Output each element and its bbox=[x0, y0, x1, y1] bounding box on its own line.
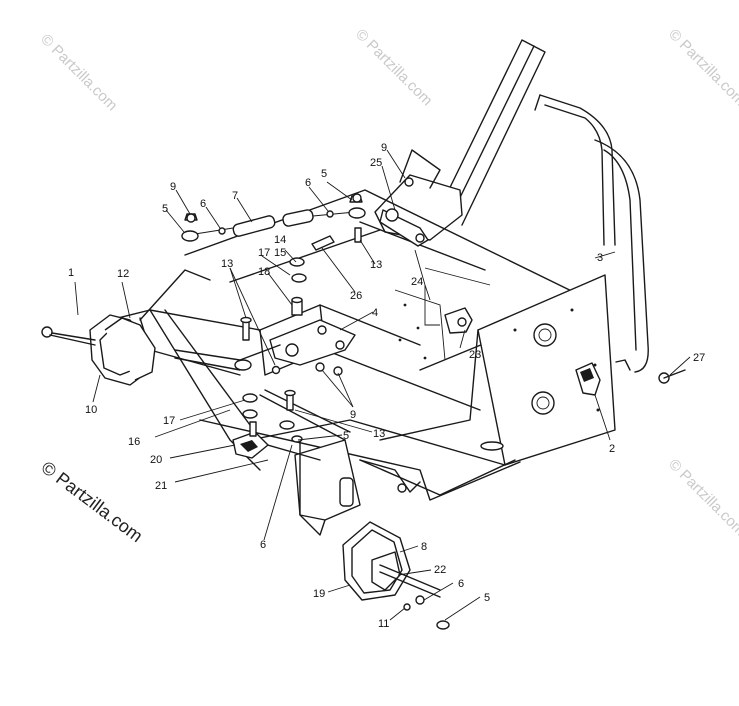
main-frame bbox=[184, 189, 616, 536]
callout-16: 16 bbox=[128, 436, 140, 448]
leader-lines bbox=[74, 149, 691, 621]
callout-5-lower: 5 bbox=[343, 430, 349, 442]
callout-6-bottom: 6 bbox=[458, 578, 464, 590]
callout-17-upper: 17 bbox=[258, 247, 270, 259]
callout-15: 15 bbox=[274, 247, 286, 259]
callout-10: 10 bbox=[85, 404, 97, 416]
callout-5-upper-right: 5 bbox=[321, 168, 327, 180]
callout-12: 12 bbox=[117, 268, 129, 280]
watermark-main: © Partzilla.com bbox=[38, 457, 147, 546]
callout-13-lower: 13 bbox=[373, 428, 385, 440]
callout-2: 2 bbox=[609, 443, 615, 455]
callout-11: 11 bbox=[378, 618, 389, 630]
callout-6-upper-left: 6 bbox=[200, 198, 206, 210]
callout-23: 23 bbox=[469, 349, 481, 361]
callout-14: 14 bbox=[274, 234, 286, 246]
watermark-top-right: © Partzilla.com bbox=[665, 26, 739, 109]
pivot-plate bbox=[174, 319, 356, 461]
callout-17-lower: 17 bbox=[163, 415, 175, 427]
callout-27: 27 bbox=[693, 352, 705, 364]
left-engine-mount bbox=[41, 314, 156, 386]
callout-9-lower: 9 bbox=[350, 409, 356, 421]
callout-6-upper-right: 6 bbox=[305, 177, 311, 189]
callout-26: 26 bbox=[350, 290, 362, 302]
callout-9-upper-left: 9 bbox=[170, 181, 176, 193]
callout-3: 3 bbox=[597, 252, 603, 264]
callout-19: 19 bbox=[313, 588, 325, 600]
callout-18: 18 bbox=[258, 266, 270, 278]
watermark-mid-right: © Partzilla.com bbox=[665, 456, 739, 539]
callout-20: 20 bbox=[150, 454, 162, 466]
callout-5-bottom: 5 bbox=[484, 592, 490, 604]
watermark-top-center: © Partzilla.com bbox=[352, 26, 435, 109]
callout-1: 1 bbox=[68, 267, 74, 279]
callout-21: 21 bbox=[155, 480, 167, 492]
callout-7: 7 bbox=[232, 190, 238, 202]
callout-25: 25 bbox=[370, 157, 382, 169]
callout-13-right: 13 bbox=[370, 259, 382, 271]
callout-24: 24 bbox=[411, 276, 423, 288]
link-rod-assembly bbox=[181, 195, 366, 242]
callout-8: 8 bbox=[421, 541, 427, 553]
hardware bbox=[186, 177, 686, 459]
callout-4: 4 bbox=[372, 307, 378, 319]
callout-13-left: 13 bbox=[221, 258, 233, 270]
callout-9-upper-right: 9 bbox=[381, 142, 387, 154]
watermark-top-left: © Partzilla.com bbox=[37, 31, 120, 114]
callout-22: 22 bbox=[434, 564, 446, 576]
right-engine-mount bbox=[342, 521, 450, 630]
callout-6-lower: 6 bbox=[260, 539, 266, 551]
callout-5-upper-left: 5 bbox=[162, 203, 168, 215]
callout-labels: 1 12 10 16 17 20 21 6 5 13 9 4 26 18 13 … bbox=[68, 142, 705, 630]
body-cover bbox=[534, 94, 649, 373]
